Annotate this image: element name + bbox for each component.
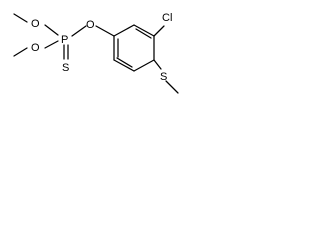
bond-o-bottom-p xyxy=(44,40,59,49)
atom-sulfur-thiono: S xyxy=(62,62,69,74)
bond-s-methyl xyxy=(165,80,179,94)
bond-o-top-p xyxy=(44,24,59,36)
atom-chlorine: Cl xyxy=(162,12,172,24)
bond-p-o-ester xyxy=(71,25,87,37)
chemical-structure: O O P S O Cl S xyxy=(13,12,179,94)
bonds xyxy=(13,13,179,94)
bond-ring-s xyxy=(153,59,162,70)
atom-labels: O O P S O Cl S xyxy=(31,12,172,83)
bond-ring-cl xyxy=(153,25,165,37)
atom-o-methoxy-top: O xyxy=(31,18,40,30)
bond-methyl-o-bottom xyxy=(13,47,28,57)
atom-o-ester: O xyxy=(86,19,95,31)
ring-inner-double-1 xyxy=(135,28,152,39)
atom-phosphorus: P xyxy=(61,34,68,46)
atom-sulfur-methylthio: S xyxy=(160,71,167,83)
ring-bond-1 xyxy=(113,24,135,37)
ring-inner-double-2 xyxy=(116,57,133,68)
bond-methyl-o-top xyxy=(13,13,28,23)
ring-bond-2 xyxy=(133,24,155,37)
atom-o-methoxy-bottom: O xyxy=(31,42,40,54)
bond-o-ester-ring xyxy=(95,25,115,37)
ring-bond-5 xyxy=(113,59,135,72)
ring-bond-4 xyxy=(133,59,155,72)
